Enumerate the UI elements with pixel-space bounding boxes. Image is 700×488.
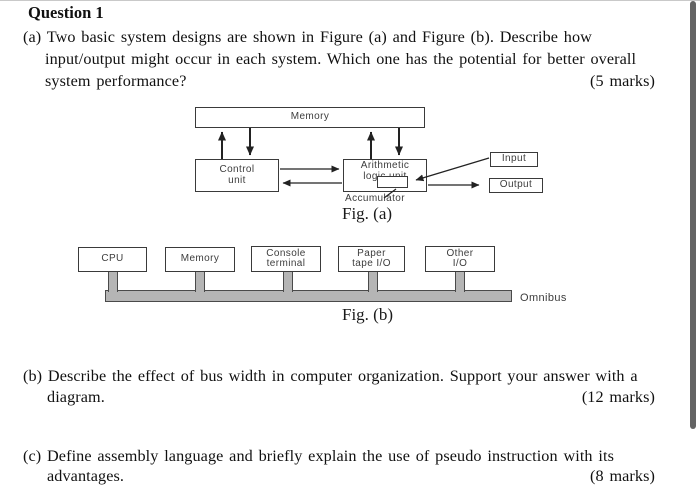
fig-a-memory-label: Memory (290, 111, 330, 123)
fig-b-cpu-bus-connector (108, 271, 118, 292)
part-b-line2-text: diagram. (47, 388, 105, 406)
part-c-line2: advantages. (8 marks) (47, 466, 655, 486)
question-title: Question 1 (28, 3, 104, 22)
fig-b-paper-label: Paper tape I/O (352, 247, 391, 269)
fig-a-memory-box: Memory (195, 107, 425, 128)
fig-b-cpu-box: CPU (78, 247, 147, 272)
fig-b-other-bus-connector (455, 271, 465, 292)
fig-a-output-label: Output (499, 179, 533, 191)
fig-a-input-box: Input (490, 152, 538, 167)
part-a-marks: (5 marks) (590, 72, 655, 90)
fig-b-memory-bus-connector (195, 271, 205, 292)
part-a-line2: input/output might occur in each system.… (45, 50, 637, 68)
fig-a-control-unit-box: Control unit (195, 159, 279, 192)
fig-b-console-label: Console terminal (266, 247, 306, 269)
scrollbar-thumb[interactable] (690, 1, 696, 429)
fig-a-output-box: Output (489, 178, 543, 193)
part-c-marks: (8 marks) (590, 467, 655, 485)
fig-a-caption: Fig. (a) (342, 204, 393, 223)
fig-b-other-io-box: Other I/O (425, 246, 495, 272)
part-b-line1: (b) Describe the effect of bus width in … (23, 367, 638, 385)
fig-b-paper-tape-box: Paper tape I/O (338, 246, 405, 272)
fig-a-control-label: Control unit (219, 164, 255, 186)
fig-b-omnibus-bar (105, 290, 512, 302)
part-c-line2-text: advantages. (47, 467, 125, 485)
part-c-line1: (c) Define assembly language and briefly… (23, 447, 614, 465)
part-a-line1: (a) Two basic system designs are shown i… (23, 28, 592, 46)
fig-a-accumulator-box (377, 176, 408, 188)
part-a-line3: system performance? (5 marks) (45, 71, 655, 91)
fig-b-caption: Fig. (b) (342, 305, 393, 324)
fig-b-cpu-label: CPU (101, 253, 124, 265)
fig-a-input-label: Input (501, 153, 527, 165)
top-divider (0, 0, 700, 1)
fig-b-other-label: Other I/O (446, 247, 474, 269)
part-b-line2: diagram. (12 marks) (47, 387, 655, 407)
fig-b-console-bus-connector (283, 271, 293, 292)
fig-b-paper-bus-connector (368, 271, 378, 292)
fig-b-console-terminal-box: Console terminal (251, 246, 321, 272)
fig-a-accumulator-label: Accumulator (345, 193, 405, 204)
fig-b-memory-box: Memory (165, 247, 235, 272)
fig-b-omnibus-label: Omnibus (520, 292, 567, 304)
fig-b-memory-label: Memory (180, 253, 220, 265)
part-b-marks: (12 marks) (581, 388, 655, 406)
part-a-line3-text: system performance? (45, 72, 187, 90)
